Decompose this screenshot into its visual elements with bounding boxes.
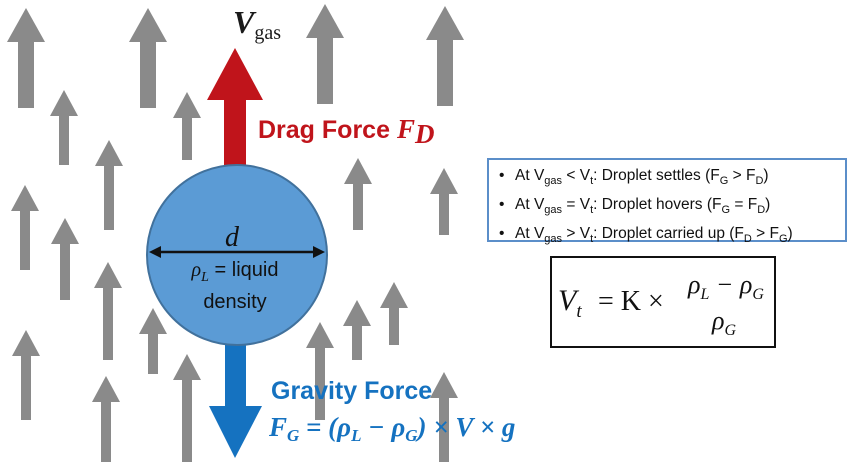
gas-arrow-head (380, 282, 408, 308)
gas-arrow-shaft (59, 115, 69, 165)
drag-force-arrow (207, 48, 263, 178)
gas-arrow-head (139, 308, 167, 334)
gas-flow-arrows (7, 4, 464, 462)
gas-arrow-head (426, 6, 464, 40)
gravity-force-title: Gravity Force (271, 377, 433, 405)
gas-arrow-head (11, 185, 39, 211)
gas-arrow-head (12, 330, 40, 356)
gas-arrow-shaft (315, 347, 325, 420)
gas-velocity-label: Vgas (233, 4, 282, 44)
gas-arrow-shaft (353, 183, 363, 230)
gas-arrow-head (173, 92, 201, 118)
gas-arrow-shaft (182, 117, 192, 160)
gas-arrow-head (306, 4, 344, 38)
gas-arrow-shaft (104, 165, 114, 230)
gas-arrow-shaft (439, 397, 449, 462)
gas-arrow-head (7, 8, 45, 42)
condition-item: •At Vgas = Vt: Droplet hovers (FG = FD) (499, 196, 771, 217)
diameter-line (149, 246, 325, 258)
gravity-force-arrow (209, 330, 262, 458)
gas-arrow-shaft (439, 193, 449, 235)
gas-arrow-head (50, 90, 78, 116)
gravity-force-formula: FG = (ρL − ρG) × V × g (269, 412, 516, 445)
gas-arrow-shaft (182, 379, 192, 462)
gas-arrow-shaft (60, 243, 70, 300)
gas-arrow-head (92, 376, 120, 402)
gas-arrow-shaft (389, 307, 399, 345)
equation-lhs: Vt (558, 284, 582, 322)
equation-denominator: ρG (712, 306, 737, 340)
conditions-box: •At Vgas < Vt: Droplet settles (FG > FD)… (487, 158, 847, 245)
diameter-label: d (225, 222, 239, 253)
gas-arrow-head (129, 8, 167, 42)
gas-arrow-head (306, 322, 334, 348)
equation-mid: = K × (598, 286, 664, 317)
gas-arrow-shaft (148, 333, 158, 374)
gas-arrow-head (343, 300, 371, 326)
terminal-velocity-equation (550, 256, 776, 348)
gas-arrow-head (51, 218, 79, 244)
gas-arrow-head (94, 262, 122, 288)
density-label: ρL = liquid density (191, 259, 279, 313)
gas-arrow-shaft (352, 325, 362, 360)
gas-arrow-shaft (18, 41, 34, 108)
gas-arrow-shaft (101, 401, 111, 462)
gas-arrow-shaft (20, 210, 30, 270)
gas-arrow-shaft (437, 39, 453, 106)
condition-item: •At Vgas > Vt: Droplet carried up (FD > … (499, 225, 793, 246)
gas-arrow-shaft (140, 41, 156, 108)
gas-arrow-shaft (317, 37, 333, 104)
gas-arrow-shaft (103, 287, 113, 360)
gas-arrow-head (430, 168, 458, 194)
equation-numerator: ρL − ρG (688, 270, 764, 304)
gas-arrow-head (344, 158, 372, 184)
condition-item: •At Vgas < Vt: Droplet settles (FG > FD) (499, 167, 769, 188)
gas-arrow-head (430, 372, 458, 398)
droplet (146, 164, 328, 346)
drag-force-label: Drag Force FD (258, 114, 435, 149)
gas-arrow-head (173, 354, 201, 380)
gas-arrow-head (95, 140, 123, 166)
gas-arrow-shaft (21, 355, 31, 420)
